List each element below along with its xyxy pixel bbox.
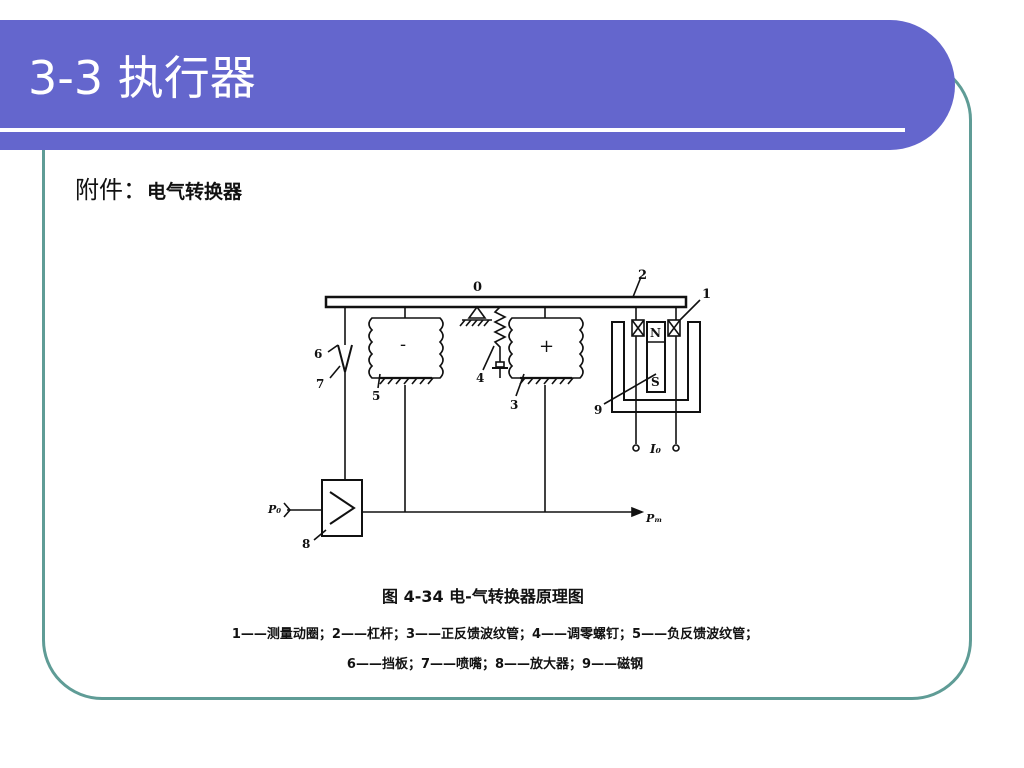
legend-line: 6——挡板；7——喷嘴；8——放大器；9——磁钢 xyxy=(346,657,644,672)
lever-bar xyxy=(324,295,688,309)
baffle-leader xyxy=(327,344,339,353)
label-lever: 2 xyxy=(638,268,647,283)
amplifier-leader xyxy=(313,529,327,541)
zero-adjust-spring xyxy=(492,306,508,378)
input-arrow xyxy=(283,502,292,518)
pos-bellows-leader xyxy=(515,373,525,397)
label-baffle: 6 xyxy=(314,347,322,361)
label-nozzle: 7 xyxy=(316,377,324,391)
title-underline xyxy=(0,128,905,132)
neg-bellows-leader xyxy=(377,373,381,389)
legend-line: 1——测量动圈；2——杠杆；3——正反馈波纹管；4——调零螺钉；5——负反馈波纹… xyxy=(231,627,759,642)
output-arrow xyxy=(631,506,645,518)
magnet-assembly xyxy=(611,307,701,452)
zero-screw-leader xyxy=(482,345,495,371)
coil-leader xyxy=(679,299,701,321)
minus-sign: - xyxy=(400,334,406,355)
label-pivot: 0 xyxy=(473,280,482,295)
label-input-pressure: P₀ xyxy=(267,503,281,516)
negative-bellows xyxy=(368,307,444,385)
label-north: N xyxy=(650,326,661,340)
magnet-leader xyxy=(603,373,657,405)
slide-title: 3-3 执行器 xyxy=(28,51,256,105)
lever-leader xyxy=(632,276,642,298)
label-magnet: 9 xyxy=(594,403,602,417)
subtitle-prefix: 附件： xyxy=(75,176,147,204)
positive-bellows xyxy=(508,307,584,385)
pivot-support xyxy=(459,305,492,327)
pneumatic-amplifier xyxy=(321,479,363,537)
label-coil: 1 xyxy=(702,287,711,302)
figure-caption: 图 4-34 电-气转换器原理图 xyxy=(382,587,584,606)
subtitle-name: 电气转换器 xyxy=(147,181,243,203)
baffle-nozzle xyxy=(337,307,353,480)
figure-legend: 1——测量动圈；2——杠杆；3——正反馈波纹管；4——调零螺钉；5——负反馈波纹… xyxy=(195,620,795,680)
label-output-pressure: Pₘ xyxy=(645,512,662,525)
subtitle: 附件：电气转换器 xyxy=(75,170,242,210)
label-current: I₀ xyxy=(649,442,662,456)
label-south: S xyxy=(651,375,660,389)
plus-sign: + xyxy=(539,336,554,357)
label-zero-screw: 4 xyxy=(476,371,484,385)
label-pos-bellows: 3 xyxy=(510,398,518,412)
label-amplifier: 8 xyxy=(302,537,310,551)
label-neg-bellows: 5 xyxy=(372,389,380,403)
nozzle-leader xyxy=(329,365,341,379)
